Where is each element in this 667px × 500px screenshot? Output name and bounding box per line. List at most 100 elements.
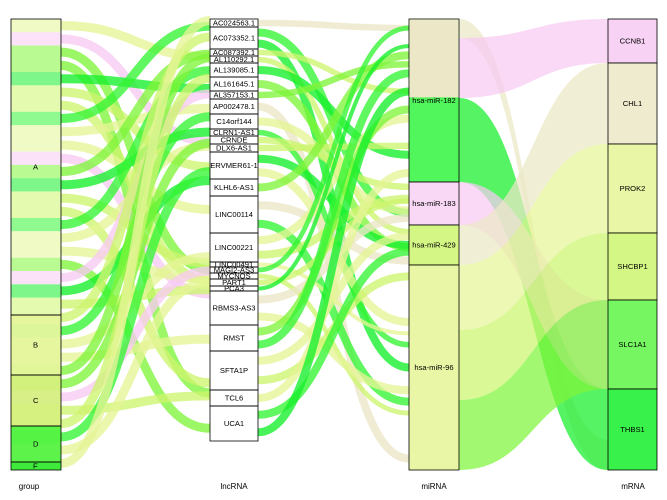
lncrna-label-al357153-1: AL357153.1 xyxy=(214,91,255,100)
group-node-f xyxy=(10,461,62,471)
group-fill-b xyxy=(11,315,61,375)
lncrna-label-ap002478-1: AP002478.1 xyxy=(213,102,255,111)
lncrna-label-ac087392-1: AC087392.1 xyxy=(213,48,255,57)
mrna-label-ccnb1: CCNB1 xyxy=(620,37,646,46)
group-stripe xyxy=(11,98,61,112)
lncrna-label-al110292-1: AL110292.1 xyxy=(214,55,254,64)
flow-group-to-lncrna xyxy=(60,53,211,376)
group-stripe xyxy=(11,125,61,139)
axis-label-group: group xyxy=(19,482,40,491)
group-stripe xyxy=(11,231,61,245)
lncrna-label-rmst: RMST xyxy=(223,334,245,343)
lncrna-label-ervmer61-1: ERVMER61-1 xyxy=(210,161,258,170)
group-label-c: C xyxy=(33,396,39,405)
flow-group-to-lncrna xyxy=(60,21,211,123)
group-stripe xyxy=(11,72,61,86)
flow-mirna-to-mrna xyxy=(459,63,608,265)
lncrna-label-al139085-1: AL139085.1 xyxy=(214,66,255,75)
mirna-182-top-overlay xyxy=(409,19,459,98)
lncrna-label-al161645-1: AL161645.1 xyxy=(214,80,255,89)
mrna-label-slc1a1: SLC1A1 xyxy=(618,340,646,349)
flow-lncrna-to-mirna xyxy=(257,44,410,291)
lncrna-label-mycnos: MYCNOS xyxy=(217,272,250,281)
mrna-node-prok2 xyxy=(607,143,658,234)
lncrna-label-crnde: CRNDE xyxy=(220,136,247,145)
flow-lncrna-to-mirna xyxy=(257,232,410,365)
mrna-label-chl1: CHL1 xyxy=(623,99,642,108)
group-stripe xyxy=(11,257,61,272)
lncrna-label-linc00114: LINC00114 xyxy=(215,210,253,219)
mrna-label-thbs1: THBS1 xyxy=(620,425,644,434)
group-stripe xyxy=(11,85,61,99)
flow-group-to-lncrna xyxy=(60,87,211,172)
group-stripe xyxy=(11,191,61,205)
lncrna-label-c14orf144: C14orf144 xyxy=(216,117,251,126)
group-stripe xyxy=(11,151,61,165)
lncrna-label-dlx6-as1: DLX6-AS1 xyxy=(216,144,252,153)
flow-lncrna-to-mirna xyxy=(257,168,410,402)
mrna-node-shcbp1 xyxy=(607,232,658,301)
mirna-label-hsa-mir-183: hsa-miR-183 xyxy=(412,199,455,208)
group-stripe xyxy=(11,178,61,192)
lncrna-column-bg xyxy=(210,19,258,470)
node-layer xyxy=(10,18,658,471)
flow-group-to-lncrna xyxy=(60,266,211,402)
lncrna-label-clrn1-as1: CLRN1-AS1 xyxy=(213,128,255,137)
group-stripe xyxy=(11,45,61,59)
mirna-label-hsa-mir-96: hsa-miR-96 xyxy=(414,363,453,372)
flow-lncrna-to-mirna xyxy=(257,69,410,349)
lncrna-label-uca1: UCA1 xyxy=(224,419,244,428)
lncrna-label-ac024563-1: AC024563.1 xyxy=(213,19,255,28)
mrna-node-ccnb1 xyxy=(607,18,658,64)
flow-group-to-lncrna xyxy=(60,167,211,442)
lncrna-label-magi2-as3: MAGI2-AS3 xyxy=(214,266,255,275)
axis-labels: group lncRNA miRNA mRNA xyxy=(19,482,646,491)
lncrna-label-part1: PART1 xyxy=(222,278,246,287)
lncrna-label-pca3: PCA3 xyxy=(224,284,244,293)
group-fill-d xyxy=(11,426,61,462)
group-label-d: D xyxy=(33,440,39,449)
flow-mirna-to-mrna xyxy=(459,19,608,98)
group-stripe xyxy=(11,204,61,218)
mrna-node-thbs1 xyxy=(607,388,658,471)
flow-lncrna-to-mirna xyxy=(257,49,410,95)
axis-label-lncrna: lncRNA xyxy=(220,482,248,491)
flow-lncrna-to-mirna xyxy=(257,25,410,273)
flow-group-to-lncrna xyxy=(60,49,211,177)
mrna-label-shcbp1: SHCBP1 xyxy=(617,262,647,271)
group-stripe xyxy=(11,297,61,311)
flow-mirna-to-mrna xyxy=(459,233,608,400)
flow-lncrna-to-mirna xyxy=(257,51,410,192)
group-stripe xyxy=(11,284,61,298)
flow-lncrna-to-mirna xyxy=(257,247,410,419)
flow-lncrna-to-mirna xyxy=(257,66,410,159)
lncrna-node-uca1 xyxy=(209,405,259,442)
mirna-node-hsa-mir-96 xyxy=(408,264,460,471)
group-stripe xyxy=(11,164,61,179)
lncrna-label-klhl6-as1: KLHL6-AS1 xyxy=(214,183,254,192)
flow-group-to-lncrna xyxy=(60,127,211,190)
flow-group-to-lncrna xyxy=(60,15,211,468)
group-label-f: F xyxy=(33,462,38,471)
group-stripe xyxy=(11,244,61,258)
flow-lncrna-to-mirna xyxy=(257,87,410,437)
axis-label-mrna: mRNA xyxy=(621,482,645,491)
mirna-node-hsa-mir-429 xyxy=(408,224,460,266)
group-stripe xyxy=(11,111,61,126)
group-stripe xyxy=(11,271,61,285)
flow-lncrna-to-mirna xyxy=(257,19,410,32)
group-fill-f xyxy=(11,462,61,470)
mirna-label-hsa-mir-182: hsa-miR-182 xyxy=(412,96,455,105)
group-stripe xyxy=(11,32,61,46)
mrna-node-slc1a1 xyxy=(607,299,658,390)
flow-mirna-to-mrna xyxy=(459,300,608,470)
lncrna-label-tcl6: TCL6 xyxy=(225,394,244,403)
lncrna-label-sfta1p: SFTA1P xyxy=(220,366,248,375)
flow-mirna-to-mrna xyxy=(459,144,608,330)
group-label-b: B xyxy=(33,341,38,350)
flow-lncrna-to-mirna xyxy=(257,273,410,416)
lncrna-label-linc00221: LINC00221 xyxy=(215,243,253,252)
mrna-label-prok2: PROK2 xyxy=(620,184,646,193)
label-layer: ABCDFAC024563.1AC073352.1AC087392.1AL110… xyxy=(33,19,648,471)
